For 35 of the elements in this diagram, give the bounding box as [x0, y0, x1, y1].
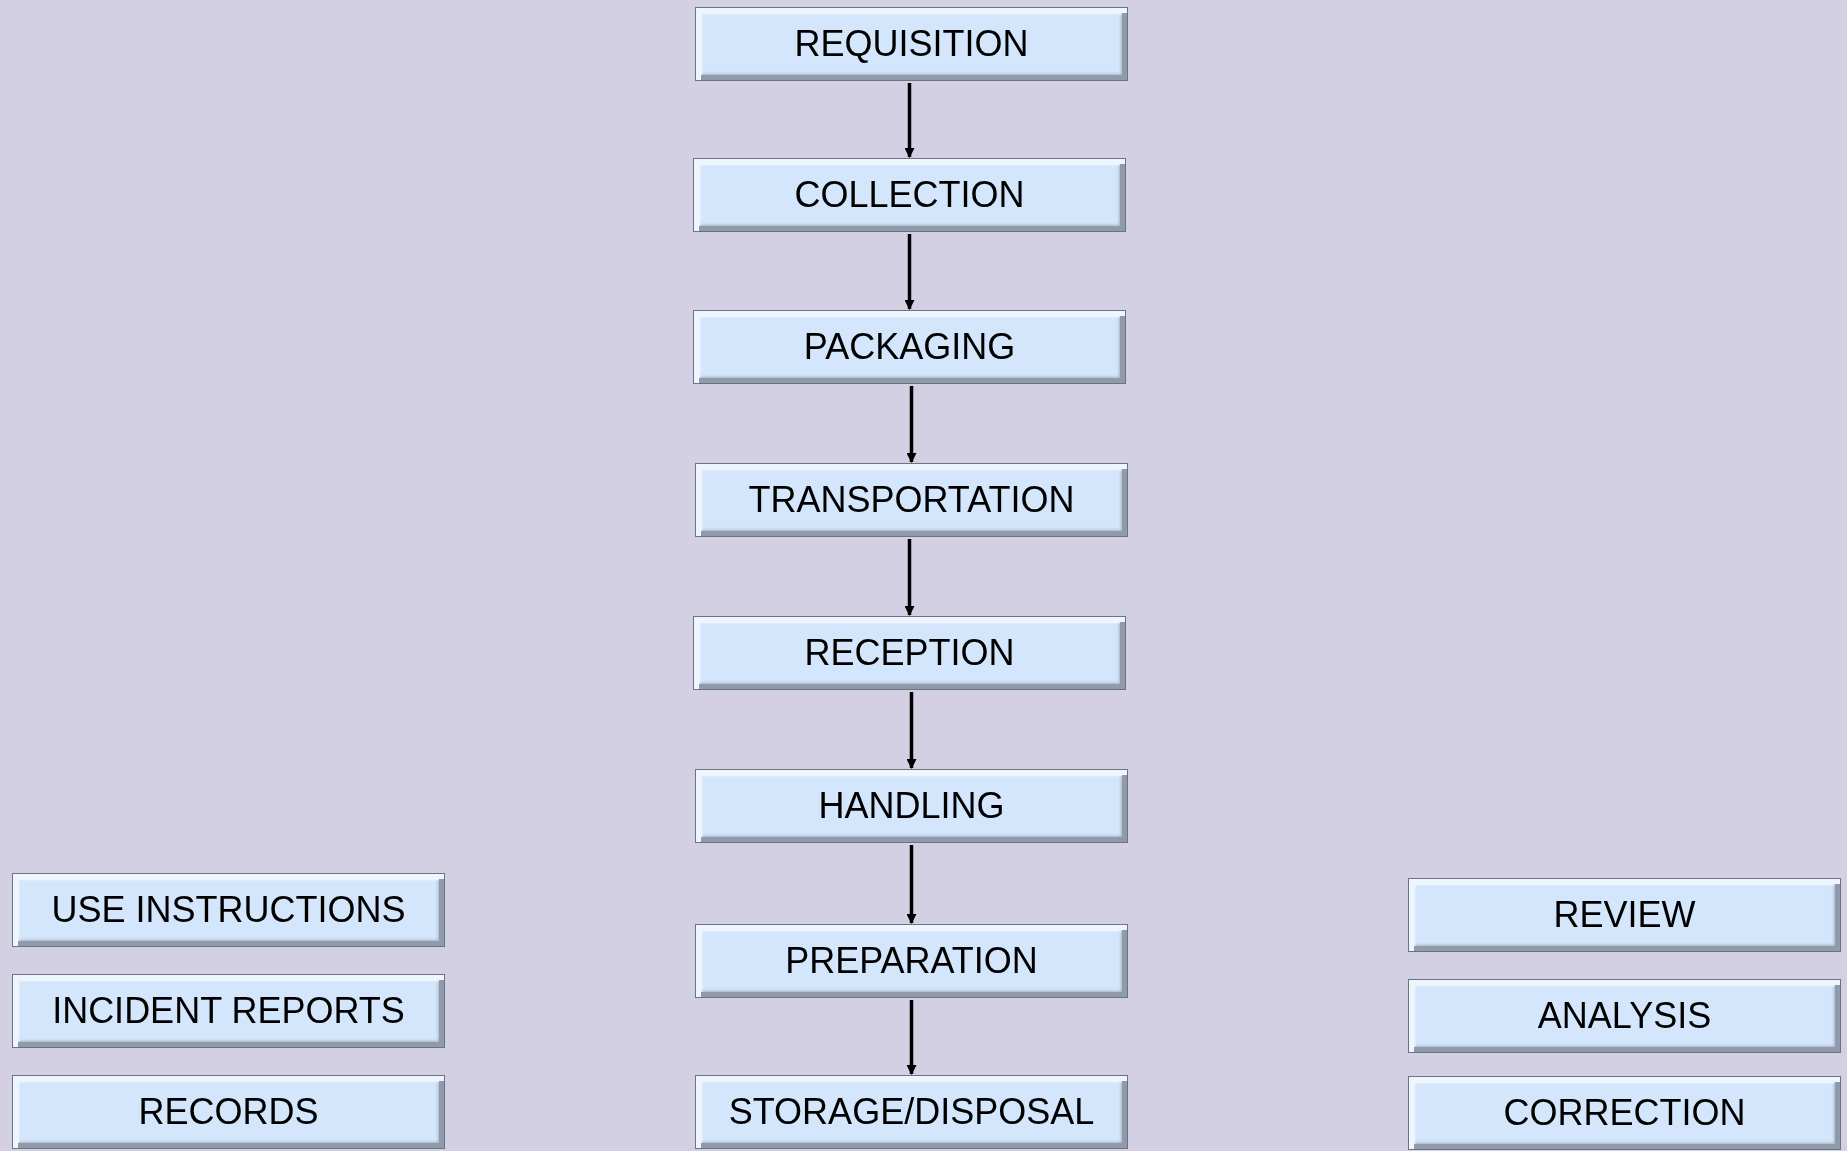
arrow [904, 539, 915, 616]
box-label: RECEPTION [804, 632, 1015, 674]
box-label: HANDLING [818, 785, 1005, 827]
process-box [695, 463, 1128, 537]
box-label: PACKAGING [803, 326, 1016, 368]
box-label: COLLECTION [794, 174, 1025, 216]
arrow [906, 845, 917, 924]
process-box [693, 158, 1126, 232]
process-box [12, 1075, 445, 1149]
process-box [693, 310, 1126, 384]
box-label: PREPARATION [785, 940, 1038, 982]
process-box [695, 1075, 1128, 1149]
arrow [906, 386, 917, 463]
box-label: CORRECTION [1503, 1092, 1746, 1134]
process-box [695, 7, 1128, 81]
box-label: REQUISITION [794, 23, 1029, 65]
box-label: ANALYSIS [1537, 995, 1712, 1037]
process-box [1408, 979, 1841, 1053]
process-box [1408, 1076, 1841, 1150]
box-label: STORAGE/DISPOSAL [728, 1091, 1095, 1133]
arrow [906, 692, 917, 769]
process-box [1408, 878, 1841, 952]
process-box [695, 769, 1128, 843]
process-box [693, 616, 1126, 690]
box-label: USE INSTRUCTIONS [51, 889, 406, 931]
box-label: TRANSPORTATION [748, 479, 1075, 521]
box-label: INCIDENT REPORTS [52, 990, 405, 1032]
box-label: REVIEW [1553, 894, 1696, 936]
process-box [12, 873, 445, 947]
process-box [12, 974, 445, 1048]
arrow [906, 1000, 917, 1075]
box-label: RECORDS [138, 1091, 319, 1133]
arrow [904, 234, 915, 310]
process-box [695, 924, 1128, 998]
arrow [904, 83, 915, 158]
